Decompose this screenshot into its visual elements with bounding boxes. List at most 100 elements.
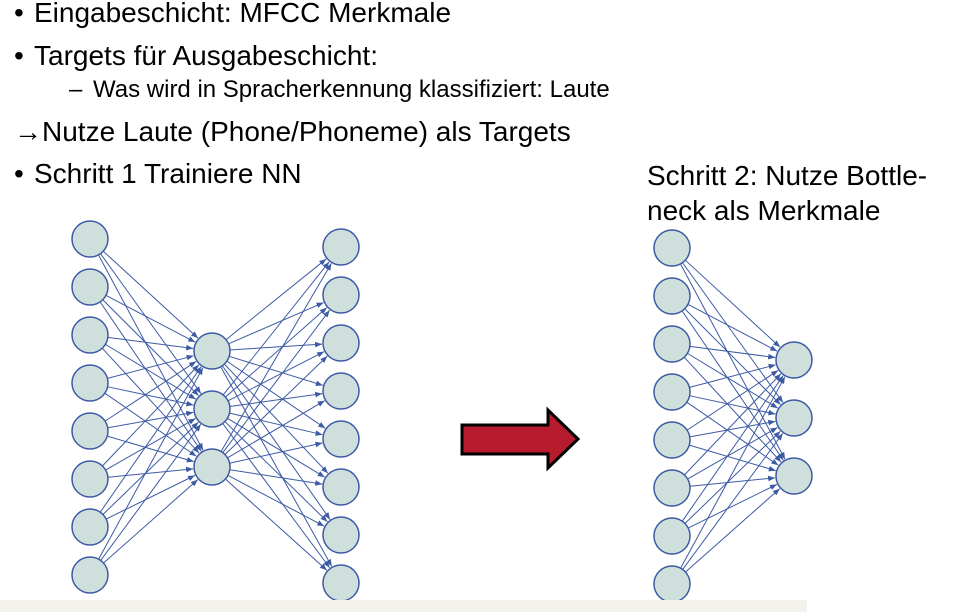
conclusion-line: →Nutze Laute (Phone/Phoneme) als Targets xyxy=(14,116,571,147)
net1-input-hidden-edge xyxy=(99,300,202,452)
net2-input-bottleneck-edge xyxy=(681,375,784,523)
net1-bottleneck-node xyxy=(193,332,231,370)
bullet-step1: •Schritt 1 Trainiere NN xyxy=(14,158,302,190)
net1-input-hidden-edge xyxy=(106,336,194,351)
net2-input-node xyxy=(653,277,691,315)
net1-hidden-output-edge xyxy=(219,365,333,567)
net2-input-bottleneck-edge xyxy=(684,488,781,574)
bullet-marker: • xyxy=(14,40,24,71)
sub-bullet-marker: – xyxy=(69,76,83,103)
net1-hidden-output-edge xyxy=(220,263,332,453)
net1-hidden-output-edge xyxy=(221,309,331,454)
net1-hidden-output-edge xyxy=(224,258,327,341)
net1-hidden-output-edge xyxy=(228,412,323,436)
net1-output-node xyxy=(322,564,360,602)
net2-input-node xyxy=(653,517,691,555)
net1-hidden-output-edge xyxy=(221,422,331,569)
net1-output-node xyxy=(322,276,360,314)
net1-input-node xyxy=(71,412,109,450)
net1-input-hidden-edge xyxy=(101,298,199,396)
net1-input-hidden-edge xyxy=(102,250,199,339)
net2-input-bottleneck-edge xyxy=(688,345,776,360)
net1-hidden-output-edge xyxy=(226,474,325,527)
bullet-text: Eingabeschicht: MFCC Merkmale xyxy=(34,0,452,28)
net1-hidden-output-edge xyxy=(225,360,326,429)
net1-output-node xyxy=(322,468,360,506)
net1-hidden-output-edge xyxy=(228,391,323,408)
bullet-text: Targets für Ausgabeschicht: xyxy=(34,40,378,71)
net2-bottleneck-node xyxy=(775,341,813,379)
net1-hidden-output-edge xyxy=(224,307,328,399)
net1-hidden-output-edge xyxy=(224,478,328,571)
net1-hidden-output-edge xyxy=(226,417,325,478)
net1-input-hidden-edge xyxy=(97,367,204,561)
net1-hidden-output-edge xyxy=(229,341,323,351)
net1-hidden-output-edge xyxy=(223,420,328,523)
net1-input-hidden-edge xyxy=(104,343,197,400)
net1-hidden-output-edge xyxy=(222,261,330,396)
net1-input-hidden-edge xyxy=(104,418,196,471)
net2-input-bottleneck-edge xyxy=(684,259,781,348)
net2-input-node xyxy=(653,325,691,363)
net2-input-bottleneck-edge xyxy=(683,356,782,463)
bullet-marker: • xyxy=(14,0,24,28)
bullet-text: Schritt 1 Trainiere NN xyxy=(34,158,302,189)
sub-bullet-text: Was wird in Spracherkennung klassifizier… xyxy=(93,76,610,103)
net1-input-hidden-edge xyxy=(106,354,194,380)
net2-input-node xyxy=(653,421,691,459)
sub-bullet-classification: –Was wird in Spracherkennung klassifizie… xyxy=(69,76,610,104)
net2-input-bottleneck-edge xyxy=(686,427,778,480)
net1-input-node xyxy=(71,556,109,594)
footer-band xyxy=(0,600,807,612)
net1-input-hidden-edge xyxy=(101,421,199,516)
net1-input-hidden-edge xyxy=(102,479,199,565)
net1-input-hidden-edge xyxy=(104,361,197,423)
net2-input-bottleneck-edge xyxy=(688,395,776,416)
net2-bottleneck-node xyxy=(775,457,813,495)
net2-input-bottleneck-edge xyxy=(688,419,776,438)
net1-input-node xyxy=(71,508,109,546)
net2-input-bottleneck-edge xyxy=(686,370,779,432)
net1-hidden-output-edge xyxy=(228,469,323,486)
net2-input-bottleneck-edge xyxy=(688,363,776,389)
net2-input-node xyxy=(653,565,691,603)
net2-input-bottleneck-edge xyxy=(681,309,784,461)
net1-input-node xyxy=(71,460,109,498)
net1-input-hidden-edge xyxy=(99,252,202,394)
net1-input-node xyxy=(71,316,109,354)
net2-input-bottleneck-edge xyxy=(683,373,782,476)
net2-input-bottleneck-edge xyxy=(688,444,776,472)
net1-input-node xyxy=(71,364,109,402)
net2-bottleneck-node xyxy=(775,399,813,437)
net2-input-bottleneck-edge xyxy=(681,261,784,403)
net1-hidden-output-edge xyxy=(227,302,324,345)
net1-input-hidden-edge xyxy=(101,347,200,454)
net1-input-hidden-edge xyxy=(101,364,200,467)
net2-input-node xyxy=(653,229,691,267)
step2-caption: Schritt 2: Nutze Bottle-neck als Merkmal… xyxy=(647,160,928,226)
net1-input-hidden-edge xyxy=(103,392,197,457)
net1-bottleneck-node xyxy=(193,448,231,486)
net2-input-bottleneck-edge xyxy=(683,430,781,525)
net1-input-node xyxy=(71,220,109,258)
net1-input-hidden-edge xyxy=(106,435,194,463)
net1-bottleneck-node xyxy=(193,390,231,428)
net1-input-hidden-edge xyxy=(106,386,194,407)
net2-input-bottleneck-edge xyxy=(687,483,778,529)
net1-input-hidden-edge xyxy=(104,294,196,343)
net2-input-bottleneck-edge xyxy=(679,376,786,570)
net1-input-hidden-edge xyxy=(106,410,194,429)
net2-input-bottleneck-edge xyxy=(686,303,778,352)
net1-output-node xyxy=(322,516,360,554)
bullet-targets: • Targets für Ausgabeschicht: xyxy=(14,40,378,72)
net2-input-bottleneck-edge xyxy=(683,307,781,405)
net1-input-node xyxy=(71,268,109,306)
net1-hidden-output-edge xyxy=(228,441,323,464)
net1-input-hidden-edge xyxy=(106,466,194,478)
net2-input-node xyxy=(653,469,691,507)
net2-input-node xyxy=(653,373,691,411)
net1-hidden-output-edge xyxy=(226,351,325,402)
transition-arrow xyxy=(460,406,581,472)
net2-input-bottleneck-edge xyxy=(686,352,779,409)
